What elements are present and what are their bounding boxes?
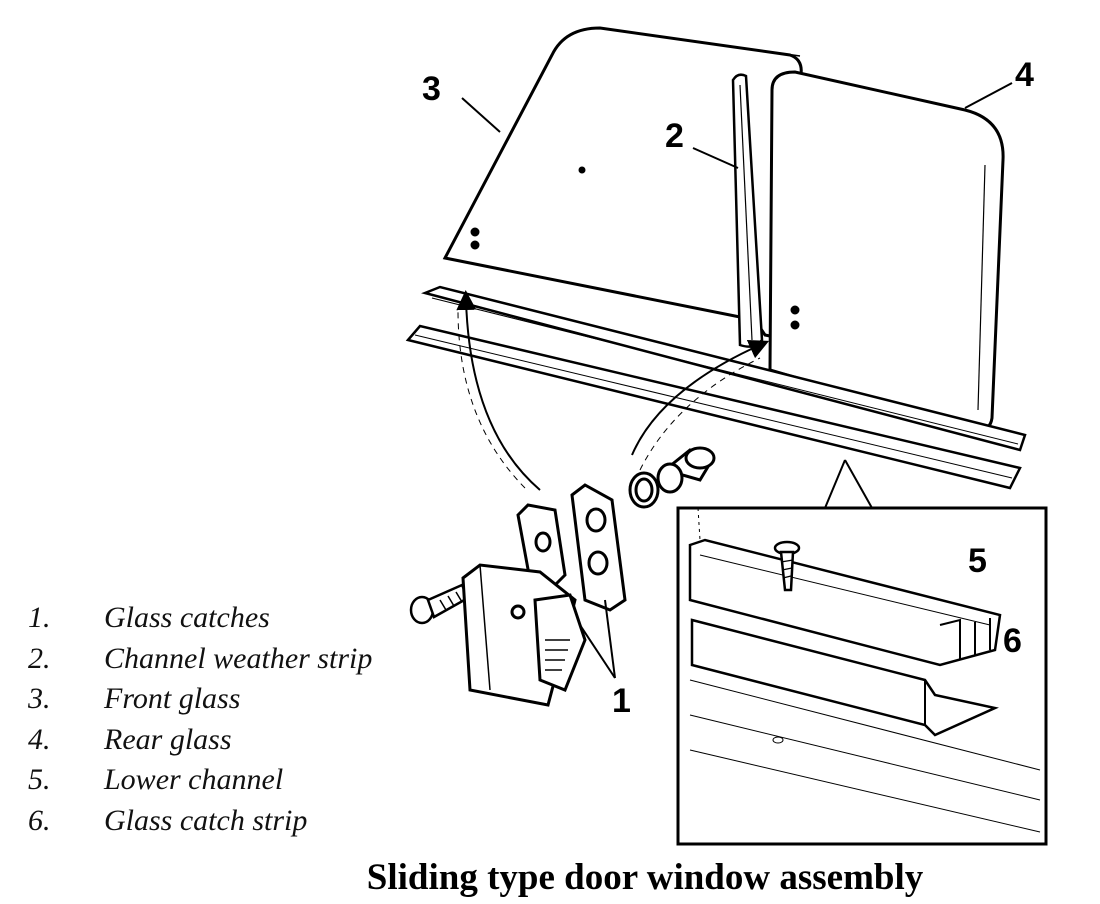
washer bbox=[628, 471, 660, 509]
legend-label: Lower channel bbox=[104, 763, 284, 796]
catch-strip-rail bbox=[405, 324, 1022, 490]
callout-5: 5 bbox=[968, 542, 987, 580]
legend-item: 5. Lower channel bbox=[28, 760, 372, 801]
legend-item: 3. Front glass bbox=[28, 679, 372, 720]
legend-number: 3. bbox=[28, 682, 51, 715]
legend-label: Rear glass bbox=[104, 722, 232, 756]
legend-label: Front glass bbox=[104, 682, 241, 715]
glass-catch-strip-profile bbox=[690, 618, 999, 737]
legend-label: Glass catches bbox=[104, 601, 270, 634]
legend-number: 2. bbox=[28, 641, 51, 675]
callout-6: 6 bbox=[1003, 622, 1022, 660]
callout-4: 4 bbox=[1015, 56, 1034, 94]
installation-arrows bbox=[456, 290, 770, 491]
legend-item: 4. Rear glass bbox=[28, 720, 372, 761]
bolt bbox=[409, 583, 470, 625]
catch-plate bbox=[570, 483, 627, 612]
upper-rail bbox=[421, 285, 1027, 452]
legend-number: 4. bbox=[28, 722, 51, 756]
detail-inset bbox=[676, 459, 1048, 846]
legend-number: 5. bbox=[28, 763, 51, 796]
rear-glass bbox=[768, 70, 1005, 432]
legend-label: Channel weather strip bbox=[104, 641, 373, 675]
bush bbox=[656, 446, 716, 494]
glass-catch-body bbox=[461, 503, 587, 707]
callout-1: 1 bbox=[612, 682, 631, 720]
lower-channel-profile bbox=[688, 538, 1002, 667]
legend-number: 1. bbox=[28, 601, 51, 634]
legend-number: 6. bbox=[28, 803, 51, 837]
screw bbox=[773, 540, 801, 592]
callout-3: 3 bbox=[422, 70, 441, 108]
legend-label: Glass catch strip bbox=[104, 803, 308, 837]
legend-item: 2. Channel weather strip bbox=[28, 639, 372, 680]
legend-item: 6. Glass catch strip bbox=[28, 801, 372, 842]
figure-caption: Sliding type door window assembly bbox=[366, 857, 924, 898]
callout-2: 2 bbox=[665, 117, 684, 155]
legend-item: 1. Glass catches bbox=[28, 598, 372, 639]
parts-legend: 1. Glass catches 2. Channel weather stri… bbox=[28, 598, 372, 841]
door-panel-lines bbox=[689, 679, 1041, 833]
